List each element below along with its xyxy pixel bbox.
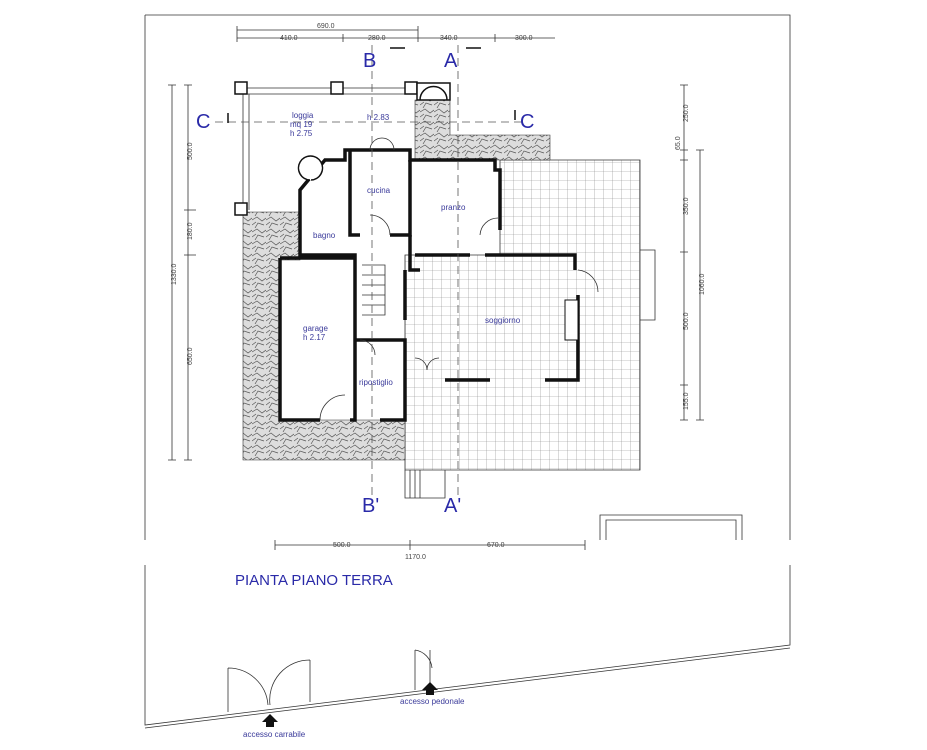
dim-top-4: 300.0 bbox=[515, 35, 533, 42]
room-label-bagno: bagno bbox=[313, 231, 336, 240]
dim-top-2: 280.0 bbox=[368, 35, 386, 42]
gates bbox=[227, 649, 433, 712]
room-label-loggia-h: h 2.83 bbox=[367, 113, 390, 122]
arrow-up-icon bbox=[262, 714, 278, 727]
room-label-loggia: loggia bbox=[292, 111, 314, 120]
arrow-up-icon bbox=[422, 682, 438, 695]
section-label-a-end: A' bbox=[444, 495, 461, 517]
dim-right-5: 155.0 bbox=[683, 392, 690, 410]
dimensions-left bbox=[168, 84, 196, 461]
dim-left-3: 650.0 bbox=[187, 347, 194, 365]
dimensions-bottom bbox=[274, 540, 586, 550]
room-label-loggia-height: h 2.75 bbox=[290, 129, 313, 138]
dim-left-2: 180.0 bbox=[187, 222, 194, 240]
dim-right-2: 65.0 bbox=[675, 136, 682, 150]
label-accesso-carrabile: accesso carrabile bbox=[243, 730, 306, 739]
dim-right-total: 1060.0 bbox=[699, 273, 706, 295]
room-label-garage-height: h 2.17 bbox=[303, 333, 326, 342]
label-accesso-pedonale: accesso pedonale bbox=[400, 697, 465, 706]
dim-left-1: 500.0 bbox=[187, 142, 194, 160]
loggia bbox=[234, 81, 451, 216]
section-lines bbox=[215, 45, 525, 500]
room-label-soggiorno: soggiorno bbox=[485, 316, 521, 325]
dim-right-3: 350.0 bbox=[683, 197, 690, 215]
lot-boundary bbox=[144, 14, 791, 729]
room-label-pranzo: pranzo bbox=[441, 203, 466, 212]
room-label-loggia-area: mq 19 bbox=[290, 120, 313, 129]
dim-top-3: 340.0 bbox=[440, 35, 458, 42]
section-label-c-right: C bbox=[520, 111, 534, 133]
dim-bottom-1: 500.0 bbox=[333, 542, 351, 549]
dim-right-4: 500.0 bbox=[683, 312, 690, 330]
room-label-ripostiglio: ripostiglio bbox=[359, 378, 393, 387]
plan-title: PIANTA PIANO TERRA bbox=[235, 572, 393, 589]
section-label-b-end: B' bbox=[362, 495, 379, 517]
room-label-garage: garage bbox=[303, 324, 328, 333]
dim-bottom-2: 670.0 bbox=[487, 542, 505, 549]
dim-bottom-total: 1170.0 bbox=[405, 554, 426, 561]
dim-left-total: 1330.0 bbox=[171, 263, 178, 285]
walls bbox=[278, 137, 599, 422]
section-label-c-left: C bbox=[196, 111, 210, 133]
dim-right-1: 250.0 bbox=[683, 104, 690, 122]
section-label-b: B bbox=[363, 50, 376, 72]
dim-top-1: 410.0 bbox=[280, 35, 298, 42]
dim-top-total: 690.0 bbox=[317, 23, 335, 30]
dimensions-top bbox=[236, 26, 555, 42]
dimensions-right bbox=[680, 84, 704, 421]
room-label-cucina: cucina bbox=[367, 186, 391, 195]
section-label-a: A bbox=[444, 50, 458, 72]
